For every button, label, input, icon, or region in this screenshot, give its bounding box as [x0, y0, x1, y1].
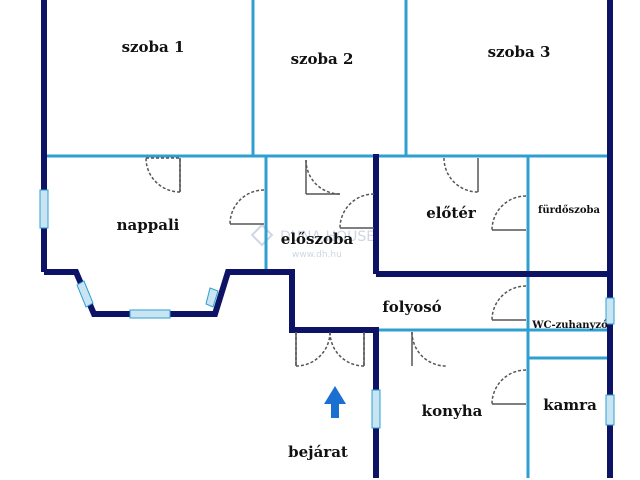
door-wc	[491, 285, 527, 321]
door-eloszoba-right	[339, 193, 375, 229]
door-nappali-right	[229, 189, 265, 225]
door-eloter-top	[443, 157, 479, 193]
watermark-logo-icon	[250, 223, 274, 247]
room-label-eloszoba: előszoba	[281, 230, 354, 248]
room-label-kamra: kamra	[543, 396, 597, 414]
door-entrance-right	[329, 331, 365, 367]
room-label-bejarat: bejárat	[288, 443, 348, 461]
watermark-brand: DUNA HOUSE	[280, 229, 375, 245]
door-nappali-top	[145, 157, 181, 193]
room-label-eloter: előtér	[426, 204, 477, 222]
room-label-wc: WC-zuhanyzó	[531, 320, 608, 331]
room-label-szoba3: szoba 3	[488, 43, 551, 61]
room-label-furdoszoba: fürdőszoba	[538, 205, 600, 216]
entrance-arrow-icon	[324, 386, 346, 418]
windows	[39, 189, 615, 429]
room-label-szoba2: szoba 2	[291, 50, 354, 68]
room-label-folyoso: folyosó	[382, 298, 441, 316]
room-label-konyha: konyha	[422, 402, 483, 420]
room-labels: szoba 1 szoba 2 szoba 3 nappali előszoba…	[117, 38, 608, 461]
door-entrance-left	[295, 331, 331, 367]
doors	[145, 157, 527, 405]
door-furdoszoba	[491, 195, 527, 231]
door-eloszoba-top	[305, 159, 341, 195]
door-konyha-top	[411, 331, 447, 367]
room-label-nappali: nappali	[117, 216, 180, 234]
room-label-szoba1: szoba 1	[122, 38, 185, 56]
watermark-url: www.dh.hu	[292, 250, 342, 260]
door-kamra	[491, 369, 527, 405]
